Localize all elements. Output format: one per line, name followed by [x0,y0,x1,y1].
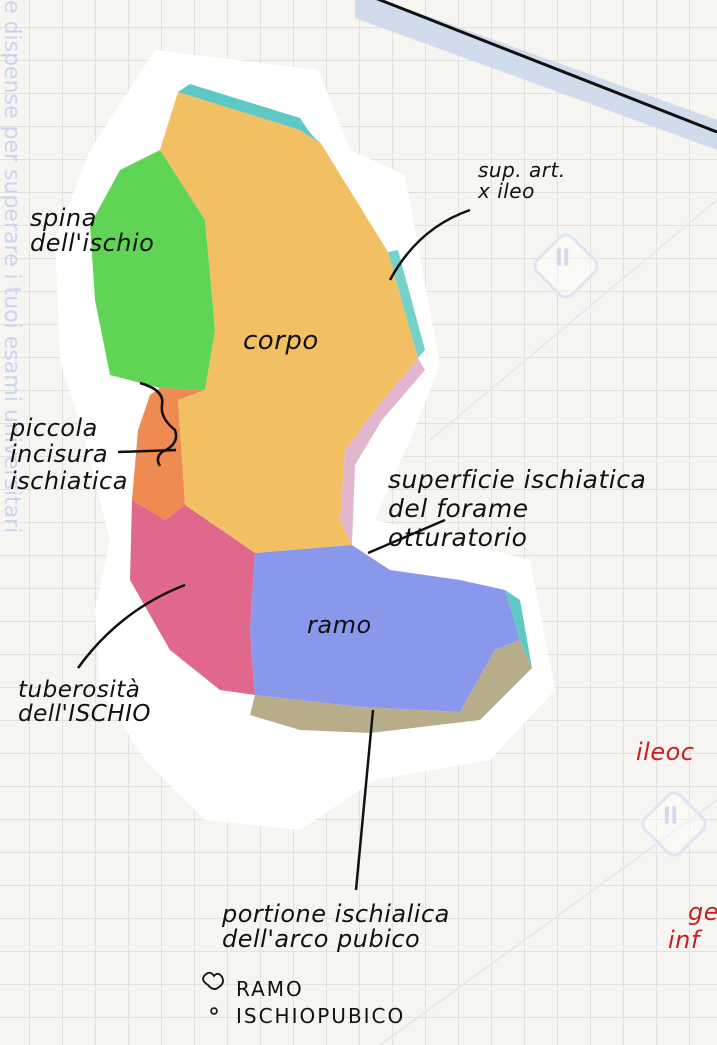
ruler-stripe [355,0,717,150]
region-piccola-incisura [132,388,205,520]
label-piccola-incisura: piccola incisura ischiatica [10,414,128,495]
leader-superficie [367,518,446,555]
cutoff-text-ge: ge [688,898,717,926]
leader-portione [354,709,375,891]
edge-sup-art-side [388,250,425,358]
label-spina-ischio: spina dell'ischio [30,204,155,258]
bracket-piccola [139,381,178,467]
label-portione-ischialica: portione ischialica dell'arco pubico [222,900,450,954]
ruler-line [376,0,717,134]
bullet-flower [202,971,224,990]
grid-diagonal-b [379,799,717,1045]
edge-sup-art [178,84,318,142]
label-ramo-ischiopubico: RAMO ISCHIOPUBICO [236,977,406,1028]
cutoff-text-inf: inf [668,926,700,954]
leader-tuberosita [76,583,186,669]
label-tuberosita: tuberosità dell'ISCHIO [18,677,151,728]
region-tuberosita [130,500,255,695]
label-superficie-ischiatica: superficie ischiatica del forame otturat… [388,465,647,552]
region-ramo [250,545,520,712]
watermark-side-text: e dispense per superare i tuoi esami uni… [0,0,24,534]
edge-ramo-tip [505,590,532,668]
region-corpo [160,92,418,553]
bullet-dot [210,1007,218,1015]
region-spina [90,150,215,390]
region-arco [250,640,532,733]
edge-forame [340,358,425,545]
cutoff-text-ileo: ileoc [636,738,695,766]
label-corpo: corpo [243,326,319,356]
leader-sup-art [388,208,471,281]
leader-piccola [117,448,177,454]
label-ramo: ramo [307,611,372,639]
label-sup-art: sup. art. x ileo [478,158,566,203]
grid-diagonal-a [429,199,717,441]
